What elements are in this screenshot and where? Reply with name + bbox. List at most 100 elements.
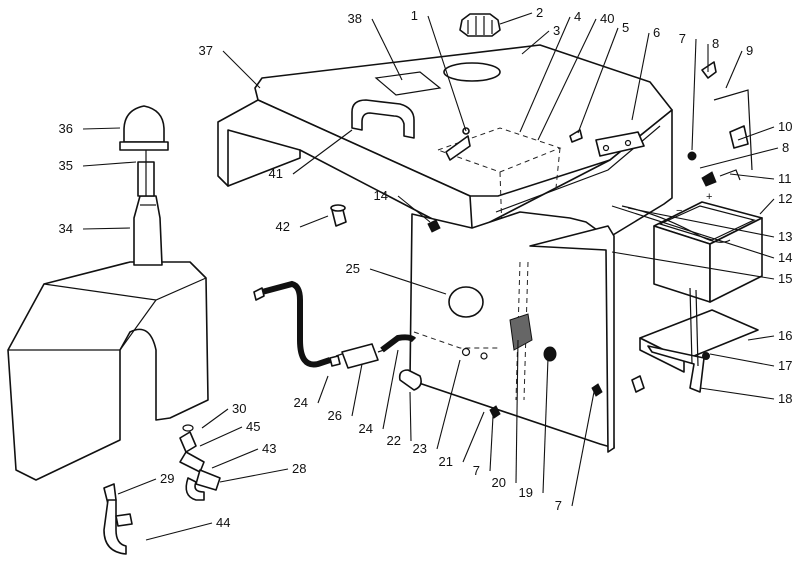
callout-label-24a: 24 xyxy=(294,395,308,410)
callout-leader-25 xyxy=(369,268,447,295)
callout-leaders xyxy=(82,12,779,541)
callout-leader-44 xyxy=(145,522,213,541)
callout-label-41: 41 xyxy=(269,166,283,181)
callout-leader-7b xyxy=(489,415,494,472)
callout-label-21: 21 xyxy=(439,454,453,469)
top-hardware xyxy=(445,127,697,161)
fuel-tank xyxy=(7,105,209,481)
callout-label-5: 5 xyxy=(622,20,629,35)
callout-leader-29 xyxy=(117,478,157,495)
callout-leader-43 xyxy=(211,448,259,469)
callout-leader-2 xyxy=(499,12,533,25)
hood-cover xyxy=(217,44,673,277)
callout-label-26: 26 xyxy=(328,408,342,423)
callout-leader-21 xyxy=(462,411,485,463)
battery-minus-symbol: − xyxy=(676,205,682,217)
callout-label-20: 20 xyxy=(492,475,506,490)
callout-label-10: 10 xyxy=(778,119,792,134)
callout-label-6: 6 xyxy=(653,25,660,40)
callout-leader-4 xyxy=(519,16,571,133)
callout-label-37: 37 xyxy=(199,43,213,58)
callout-leader-38 xyxy=(371,18,403,81)
callout-leader-22 xyxy=(409,391,412,442)
callout-label-23: 23 xyxy=(413,441,427,456)
callout-label-29: 29 xyxy=(160,471,174,486)
callout-label-43: 43 xyxy=(262,441,276,456)
callout-label-8a: 8 xyxy=(712,36,719,51)
callout-label-18: 18 xyxy=(778,391,792,406)
callout-leader-3 xyxy=(521,30,550,55)
callout-leader-6 xyxy=(631,32,650,121)
callout-label-25: 25 xyxy=(346,261,360,276)
callout-label-35: 35 xyxy=(59,158,73,173)
callout-leader-1 xyxy=(427,15,467,132)
callout-label-7b: 7 xyxy=(473,463,480,478)
callout-label-16: 16 xyxy=(778,328,792,343)
callout-leader-23 xyxy=(436,359,461,450)
callout-label-15: 15 xyxy=(778,271,792,286)
callout-label-8b: 8 xyxy=(782,140,789,155)
callout-label-3: 3 xyxy=(553,23,560,38)
callout-label-42: 42 xyxy=(276,219,290,234)
callout-label-12: 12 xyxy=(778,191,792,206)
callout-leader-20 xyxy=(515,339,519,484)
callout-label-19: 19 xyxy=(519,485,533,500)
callout-leader-5 xyxy=(577,27,619,134)
callout-label-1: 1 xyxy=(411,8,418,23)
callout-leader-35 xyxy=(82,161,137,167)
callout-label-36: 36 xyxy=(59,121,73,136)
callout-leader-34 xyxy=(82,227,131,230)
callout-label-11: 11 xyxy=(778,171,792,186)
callout-label-28: 28 xyxy=(292,461,306,476)
callout-leader-42 xyxy=(299,215,329,228)
callout-leader-7a xyxy=(691,38,697,151)
callout-leader-45 xyxy=(199,426,243,447)
callout-leader-40 xyxy=(537,18,597,141)
screw-42 xyxy=(330,204,347,227)
fuel-cap xyxy=(459,13,501,37)
callout-leader-13 xyxy=(627,207,775,238)
callout-leader-16 xyxy=(747,335,775,341)
callout-leader-10 xyxy=(737,126,775,141)
callout-leader-15 xyxy=(611,251,775,280)
callout-leader-26 xyxy=(351,363,363,417)
callout-leader-14a xyxy=(611,205,775,259)
callout-label-14b: 14 xyxy=(374,188,388,203)
callout-leader-17 xyxy=(709,353,775,367)
callout-label-30: 30 xyxy=(232,401,246,416)
callout-label-22: 22 xyxy=(387,433,401,448)
callout-label-14a: 14 xyxy=(778,250,792,265)
callout-label-13: 13 xyxy=(778,229,792,244)
callout-leader-12 xyxy=(759,198,775,215)
callout-label-9: 9 xyxy=(746,43,753,58)
battery-tray xyxy=(631,287,759,393)
callout-label-7a: 7 xyxy=(679,31,686,46)
callout-leader-18 xyxy=(699,387,775,400)
callout-leader-7c xyxy=(571,391,595,507)
callout-leader-14b xyxy=(397,195,431,223)
callout-leader-8b xyxy=(699,147,779,169)
callout-label-40: 40 xyxy=(600,11,614,26)
callout-leader-24b xyxy=(382,349,399,430)
callout-label-4: 4 xyxy=(574,9,581,24)
callout-leader-19 xyxy=(542,357,549,494)
callout-label-7c: 7 xyxy=(555,498,562,513)
fuel-lines xyxy=(103,280,417,555)
callout-leader-37 xyxy=(222,50,261,89)
callout-leader-28 xyxy=(219,468,289,483)
callout-label-2: 2 xyxy=(536,5,543,20)
callout-leader-9 xyxy=(725,50,743,89)
callout-label-17: 17 xyxy=(778,358,792,373)
callout-label-44: 44 xyxy=(216,515,230,530)
callout-leader-30 xyxy=(201,408,229,429)
callout-label-34: 34 xyxy=(59,221,73,236)
callout-leader-41 xyxy=(292,129,353,175)
battery-plus-symbol: + xyxy=(706,191,712,203)
callout-label-45: 45 xyxy=(246,419,260,434)
callout-label-24b: 24 xyxy=(359,421,373,436)
callout-leader-11 xyxy=(729,173,775,180)
console-panel xyxy=(398,211,615,453)
